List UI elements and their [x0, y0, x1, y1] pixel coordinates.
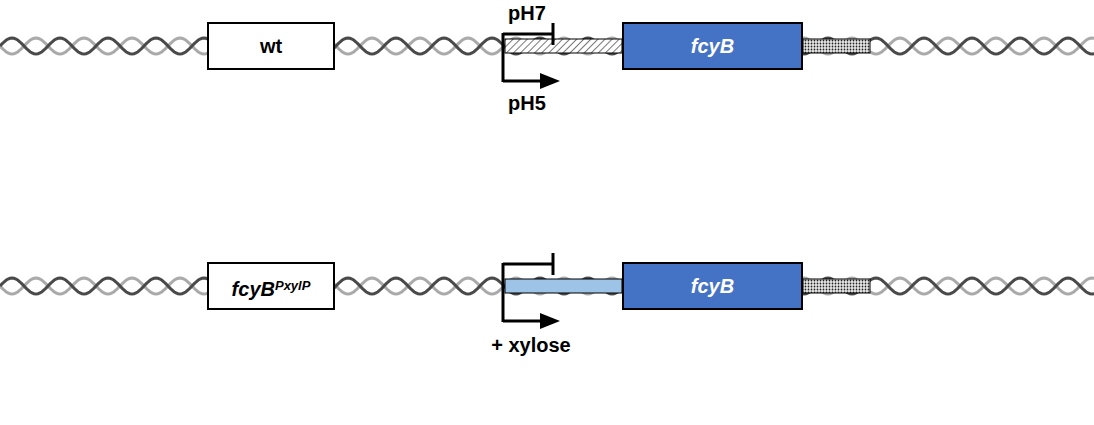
condition-label: pH5	[508, 92, 546, 114]
strain-box: wt	[207, 22, 335, 70]
box-label: fcyB	[232, 278, 275, 300]
dna-strand	[0, 278, 1094, 294]
box-label: fcyB	[691, 35, 734, 57]
strain-box: fcyBPxylP	[207, 262, 335, 310]
dna-strand	[0, 38, 1094, 54]
arrowhead	[540, 73, 560, 89]
promoter-region	[505, 279, 622, 293]
dna-strand	[0, 278, 1094, 294]
promoter-region	[505, 39, 622, 53]
gene-box: fcyB	[622, 262, 803, 310]
condition-label: + xylose	[491, 334, 571, 356]
box-label: fcyB	[691, 275, 734, 297]
gene-box: fcyB	[622, 22, 803, 70]
terminator-region	[803, 279, 870, 293]
promoter-symbol	[503, 253, 553, 322]
box-label: wt	[260, 35, 282, 57]
superscript-label: PxylP	[275, 278, 310, 293]
dna-strand	[0, 38, 1094, 54]
promoter-symbol	[503, 23, 553, 82]
condition-label: pH7	[508, 2, 546, 24]
terminator-region	[803, 39, 870, 53]
arrowhead	[540, 313, 560, 329]
